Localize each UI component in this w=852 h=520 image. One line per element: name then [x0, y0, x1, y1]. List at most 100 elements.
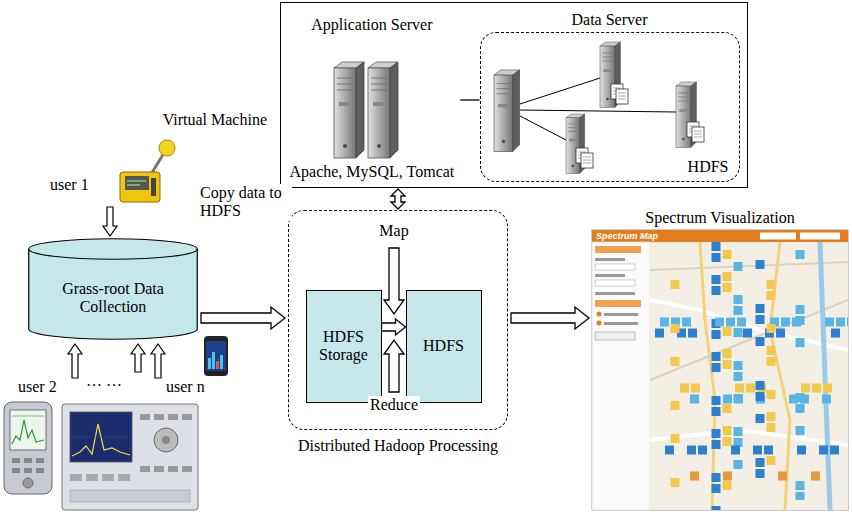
- field-meter-part: [127, 185, 140, 186]
- user-arrows-part: [103, 207, 117, 236]
- spectrum-analyzer-part: [70, 412, 132, 462]
- spectrum-analyzer-part: [182, 414, 192, 420]
- visualization-panel: Spectrum Visualization: [592, 230, 848, 510]
- node-text: Apache, MySQL, Tomcat: [290, 163, 455, 181]
- map-screenshot-part-part: [723, 250, 732, 500]
- application-servers-part: [368, 62, 398, 158]
- block-arrow: [382, 319, 406, 335]
- spectrum-analyzer-part: [168, 414, 178, 420]
- node-title: Data Server: [572, 11, 648, 29]
- map-screenshot-part-part: [767, 280, 776, 470]
- mobile-phone-part: [208, 358, 211, 369]
- annotation-label: … …: [86, 372, 122, 390]
- application-servers-part: [334, 62, 364, 158]
- map-screenshot-part: [597, 312, 602, 317]
- spectrum-analyzer-part: [118, 474, 130, 481]
- block-arrow: [201, 307, 285, 329]
- handheld-analyzer-part: [24, 468, 32, 473]
- handheld-analyzer-part: [4, 402, 52, 494]
- spectrum-analyzer-part: [154, 428, 178, 452]
- spectrum-analyzer-part: [140, 466, 150, 472]
- map-screenshot-part-part: [770, 242, 790, 510]
- data-servers-part: [494, 70, 520, 152]
- screenshot-title: Spectrum Map: [596, 230, 658, 242]
- map-screenshot-part-part: [690, 472, 848, 481]
- map-screenshot-part: [595, 274, 625, 277]
- annotation-label: Reduce: [368, 396, 420, 414]
- node-title: HDFS: [423, 337, 464, 355]
- map-screenshot-part: [595, 280, 635, 286]
- field-meter-part: [127, 181, 146, 182]
- mobile-phone-part: [216, 361, 219, 369]
- map-screenshot-part-part: [712, 242, 721, 510]
- field-meter-part: [151, 178, 156, 196]
- map-screenshot-part-part: [700, 242, 715, 510]
- node-title: HDFS Storage: [311, 328, 377, 365]
- map-screenshot-part: [604, 313, 638, 316]
- map-screenshot-part: [800, 233, 840, 240]
- map-screenshot-part-part: [660, 318, 848, 327]
- user-arrows-part: [151, 344, 165, 378]
- spectrum-analyzer-part: [70, 437, 132, 438]
- server-links-part: [520, 116, 566, 140]
- node-title: Distributed Hadoop Processing: [298, 437, 498, 455]
- storage-box: HDFS Storage: [306, 290, 382, 403]
- cylinder-rim: [29, 249, 198, 259]
- field-meter-part: [125, 176, 149, 190]
- mobile-phone-part: [212, 352, 215, 369]
- user-arrows-part: [68, 344, 82, 378]
- handheld-analyzer-part: [10, 410, 46, 450]
- spectrum-analyzer-part: [140, 414, 150, 420]
- node-title: Grass-root Data Collection: [36, 280, 190, 317]
- handheld-analyzer-part: [12, 458, 20, 463]
- mobile-phone-part: [206, 341, 226, 371]
- spectrum-analyzer-part: [70, 474, 82, 481]
- map-screenshot-part-part: [734, 262, 743, 490]
- handheld-analyzer-part: [12, 420, 44, 444]
- handheld-analyzer-part: [36, 468, 44, 473]
- map-screenshot-part: [592, 242, 650, 510]
- block-arrow: [391, 189, 405, 209]
- cylinder-body: [29, 239, 198, 340]
- map-reduce-arrows: [384, 248, 404, 392]
- data-servers-part: [692, 127, 704, 142]
- data-servers-part: [616, 89, 628, 104]
- data-server-group: Data ServerHDFS: [480, 32, 740, 182]
- storage-box: HDFS: [406, 290, 482, 403]
- data-servers-part: [581, 153, 593, 168]
- map-screenshot: [592, 230, 848, 510]
- handheld-analyzer-part: [12, 468, 20, 473]
- handheld-analyzer: [4, 402, 52, 494]
- spectrum-analyzer-part: [102, 474, 114, 481]
- map-screenshot-part-part: [650, 300, 848, 380]
- map-screenshot-part: [760, 233, 796, 240]
- map-screenshot-part: [595, 246, 641, 253]
- map-screenshot-part-part: [820, 242, 830, 510]
- server-links-part: [520, 110, 676, 112]
- mobile-phone-part: [204, 336, 228, 376]
- map-screenshot-part-part: [650, 300, 848, 350]
- map-reduce-arrows-part: [384, 340, 404, 392]
- handheld-analyzer-part: [24, 458, 32, 463]
- map-screenshot-part: [595, 332, 635, 340]
- handheld-analyzer-part: [36, 458, 44, 463]
- map-screenshot-part: [604, 322, 638, 325]
- node-title: Application Server: [311, 16, 432, 34]
- mobile-phone-part: [220, 355, 223, 369]
- edge-label: Copy data to HDFS: [200, 184, 292, 221]
- map-screenshot-part: [597, 321, 602, 326]
- node-title: Virtual Machine: [163, 111, 267, 129]
- data-servers: [494, 42, 704, 174]
- map-screenshot-part: [595, 300, 641, 307]
- user-arrows-part: [131, 344, 145, 372]
- map-screenshot-part: [595, 258, 625, 261]
- spectrum-analyzer-part: [162, 436, 170, 444]
- annotation-label: Map: [377, 222, 410, 240]
- map-screenshot-part: [650, 242, 848, 510]
- annotation-label: user 1: [50, 176, 89, 194]
- server-links-part: [520, 78, 600, 104]
- spectrum-analyzer-part: [72, 424, 130, 456]
